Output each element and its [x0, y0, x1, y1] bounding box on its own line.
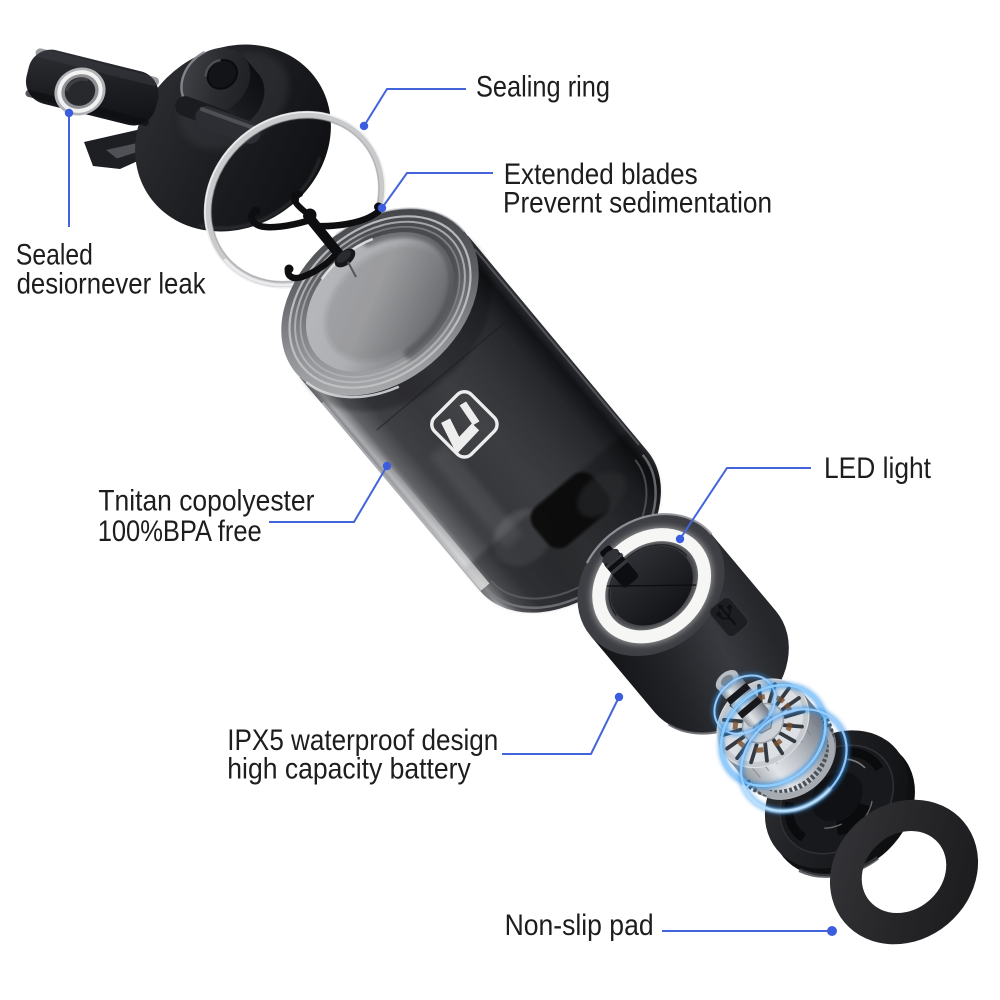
- svg-text:desiornever leak: desiornever leak: [17, 267, 207, 300]
- svg-text:100%BPA free: 100%BPA free: [98, 515, 262, 548]
- svg-text:Sealed: Sealed: [16, 238, 93, 271]
- svg-text:Extended blades: Extended blades: [504, 158, 698, 191]
- svg-text:Non-slip pad: Non-slip pad: [505, 909, 654, 942]
- svg-text:LED light: LED light: [824, 452, 932, 485]
- svg-text:high capacity battery: high capacity battery: [227, 752, 470, 785]
- svg-text:Sealing ring: Sealing ring: [476, 71, 610, 104]
- svg-text:Prevernt sedimentation: Prevernt sedimentation: [503, 186, 772, 219]
- svg-text:Tnitan copolyester: Tnitan copolyester: [98, 485, 314, 518]
- svg-text:IPX5 waterproof design: IPX5 waterproof design: [227, 724, 498, 757]
